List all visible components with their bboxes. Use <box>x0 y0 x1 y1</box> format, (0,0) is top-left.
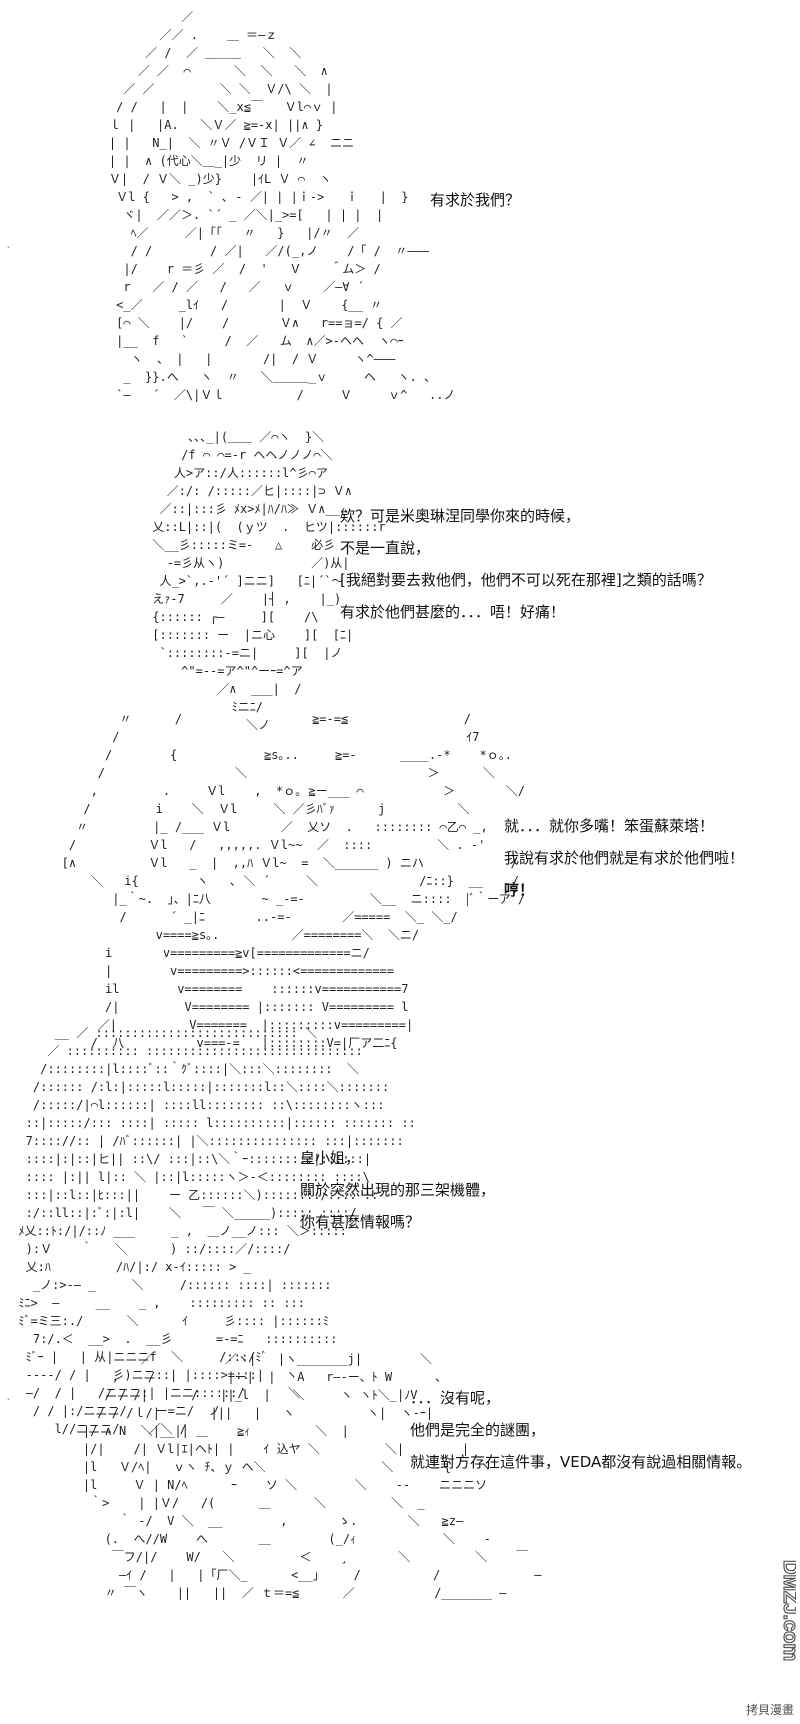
site-watermark: 拷貝漫畫 <box>745 1703 794 1717</box>
ascii-art-character-5: ／ ／ヽ| |ヽ_______j| ＼ , / |ー| | A r―-ー、ﾄ W… <box>82 1352 542 1600</box>
dialogue-line: 欸？可是米奧琳涅同學你來的時候， <box>340 507 581 525</box>
dialogue-panel-1: 有求於我們？ <box>430 184 520 216</box>
dialogue-line: 哼！ <box>504 881 535 899</box>
dialogue-panel-5: ．．．沒有呢， 他們是完全的謎團， 就連對方存在這件事，VEDA都沒有說過相關情… <box>410 1382 751 1478</box>
dialogue-line: 皇小姐， <box>300 1149 361 1167</box>
margin-dot: ． <box>6 1392 16 1403</box>
dialogue-line: 你有甚麼情報嗎？ <box>300 1213 421 1231</box>
ascii-art-character-4: __ ／ :::::::::::::::::::::::::::: ＼ ／ ::… <box>18 1026 416 1436</box>
dmzj-logo-icon: DMZJ.com <box>756 1556 796 1666</box>
panel-5: ／ ／ヽ| |ヽ_______j| ＼ , / |ー| | A r―-ー、ﾄ W… <box>0 1330 800 1724</box>
ascii-art-character-1: ／ ／／ . ＿ ＝―ｚ ／ / ／ ＿＿＿ ＼ ＼ ／ ／ ⌒ ＼ ＼ ＼ ∧… <box>108 10 456 402</box>
dialogue-line: 他們是完全的謎團， <box>410 1421 546 1439</box>
margin-dot: ． <box>6 240 16 251</box>
dialogue-line: 關於突然出現的那三架機體， <box>300 1181 496 1199</box>
dialogue-line: 有求於他們甚麼的．．．唔！好痛！ <box>340 603 566 621</box>
dialogue-panel-4: 皇小姐， 關於突然出現的那三架機體， 你有甚麼情報嗎？ <box>300 1142 495 1238</box>
panel-3: 〃 / ≧=-=≦ / / ｲ7 / { ≧s｡.. ≧=- ____.-* *… <box>0 700 800 1050</box>
dialogue-panel-3: 就．．．就你多嘴！笨蛋蘇萊塔！ 我說有求於他們就是有求於他們啦！ 哼！ <box>504 810 744 906</box>
dialogue-line: 就．．．就你多嘴！笨蛋蘇萊塔！ <box>504 817 715 835</box>
dialogue-line: 就連對方存在這件事，VEDA都沒有說過相關情報。 <box>410 1453 752 1471</box>
dialogue-line: [我絕對要去救他們，他們不可以死在那裡]之類的話嗎？ <box>340 571 712 589</box>
panel-4: __ ／ :::::::::::::::::::::::::::: ＼ ／ ::… <box>0 1010 800 1436</box>
dialogue-line: ．．．沒有呢， <box>410 1389 501 1407</box>
panel-2: ､､､_|(＿＿ ／⌒ヽ }＼ /f ⌒ ⌒=-r ヘヘノノノ⌒＼ 人>ア::/… <box>0 410 800 732</box>
panel-1: ／ ／／ . ＿ ＝―ｚ ／ / ／ ＿＿＿ ＼ ＼ ／ ／ ⌒ ＼ ＼ ＼ ∧… <box>0 0 800 410</box>
ascii-art-character-3: 〃 / ≧=-=≦ / / ｲ7 / { ≧s｡.. ≧=- ____.-* *… <box>61 712 526 1050</box>
dialogue-panel-2: 欸？可是米奧琳涅同學你來的時候， 不是一直說， [我絕對要去救他們，他們不可以死… <box>340 500 712 628</box>
dialogue-line: 我說有求於他們就是有求於他們啦！ <box>504 849 745 867</box>
dmzj-logo-text: DMZJ.com <box>779 1560 796 1661</box>
ascii-art-character-2: ､､､_|(＿＿ ／⌒ヽ }＼ /f ⌒ ⌒=-r ヘヘノノノ⌒＼ 人>ア::/… <box>152 430 386 732</box>
dialogue-line: 不是一直說， <box>340 539 431 557</box>
dialogue-line: 有求於我們？ <box>430 191 521 209</box>
